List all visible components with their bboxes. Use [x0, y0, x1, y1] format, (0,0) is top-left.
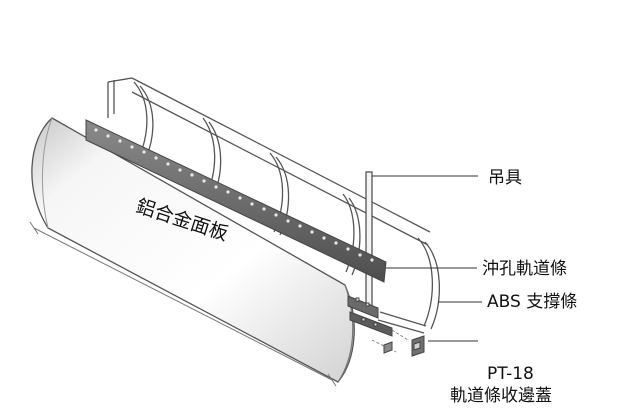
end-cap-label: 軌道條收邊蓋 [450, 386, 552, 406]
dimension-line [29, 221, 337, 387]
hanger-label: 吊具 [488, 168, 522, 188]
lower-rail-parts [347, 295, 393, 337]
punched-rail [85, 119, 387, 283]
aluminum-panel [31, 117, 355, 383]
leader-lines [386, 267, 482, 342]
abs-support-label: ABS 支撐條 [487, 292, 578, 312]
end-cap-part [383, 335, 425, 357]
punched-rail-label: 沖孔軌道條 [482, 259, 567, 279]
hanger-rod [365, 171, 478, 311]
pt18-code-label: PT-18 [487, 364, 534, 384]
